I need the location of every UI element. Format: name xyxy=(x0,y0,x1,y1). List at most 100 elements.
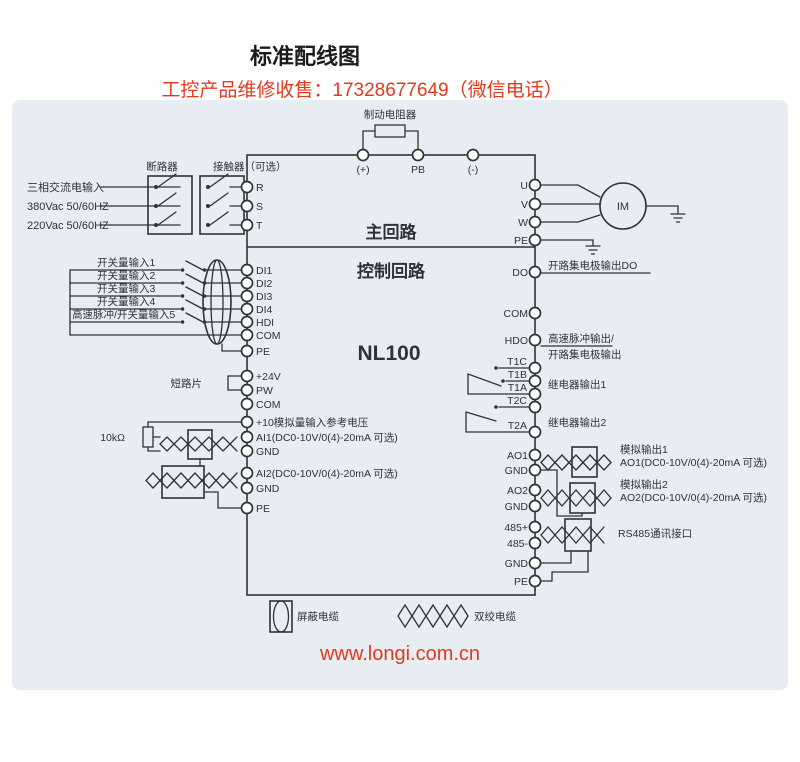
ref-label: +10模拟量输入参考电压 xyxy=(256,416,369,429)
terminal-GND4 xyxy=(528,499,542,513)
braking-resistor-label: 制动电阻器 xyxy=(364,108,417,121)
plus-label: (+) xyxy=(356,164,369,176)
pe-shield-wire xyxy=(221,343,242,352)
contactor-switch-t xyxy=(209,211,229,226)
jumper-bracket xyxy=(227,375,242,391)
di4-label: 开关量输入4 xyxy=(97,295,155,308)
terminal-PW-label: PW xyxy=(256,385,273,397)
relay2-note: 继电器输出2 xyxy=(548,416,606,429)
main-circuit-label: 主回路 xyxy=(366,222,418,242)
rs485-pe-wire xyxy=(540,550,589,582)
terminal-10V xyxy=(240,415,254,429)
terminal-PE-ai-label: PE xyxy=(256,503,270,515)
terminal-GND3 xyxy=(528,463,542,477)
terminal-DO xyxy=(528,265,542,279)
terminal-GND5 xyxy=(528,556,542,570)
di5-label: 高速脉冲/开关量输入5 xyxy=(72,308,175,321)
terminal-DI4 xyxy=(240,302,254,316)
terminal-AO2-label: AO2 xyxy=(507,485,528,497)
power-input-line2: 380Vac 50/60HZ xyxy=(27,201,109,213)
terminal-T2C-label: T2C xyxy=(507,395,527,407)
twisted-pair-ai2 xyxy=(145,472,238,489)
terminal-HDI-label: HDI xyxy=(256,317,274,329)
di1-label: 开关量输入1 xyxy=(97,256,155,269)
terminal-PE-left-label: PE xyxy=(256,346,270,358)
terminal-T2C xyxy=(528,400,542,414)
terminal-W xyxy=(528,215,542,229)
terminal-T1A xyxy=(528,387,542,401)
twisted-pair-ai1 xyxy=(159,436,238,452)
terminal-GND2-label: GND xyxy=(256,483,280,495)
pot-wires xyxy=(147,436,161,452)
terminal-GND1-label: GND xyxy=(256,446,280,458)
contact-dot xyxy=(494,405,498,409)
terminal-COM2-label: COM xyxy=(256,399,281,411)
terminal-COM1 xyxy=(240,328,254,342)
relay-output-section: T1C T1B T1A T2C T2A 继电器输出1 继电器输出2 xyxy=(465,356,606,439)
terminal-T1C xyxy=(528,361,542,375)
braking-resistor-section: 制动电阻器 (+) PB (-) xyxy=(356,108,480,176)
di2-label: 开关量输入2 xyxy=(97,269,155,282)
terminal-24V-label: +24V xyxy=(256,371,281,383)
terminal-DI1-label: DI1 xyxy=(256,265,273,277)
wire-u-motor xyxy=(540,184,601,198)
terminal-GND4-label: GND xyxy=(505,501,529,513)
terminal-PW xyxy=(240,383,254,397)
relay2-arm xyxy=(465,411,497,422)
terminal-GND2 xyxy=(240,481,254,495)
pe-ground-wire xyxy=(540,239,594,247)
twisted-pair-ai1 xyxy=(159,436,238,452)
terminal-plus xyxy=(356,148,370,162)
terminal-AI1-label: AI1(DC0-10V/0(4)-20mA 可选) xyxy=(256,431,398,444)
terminal-HDO-label: HDO xyxy=(505,335,528,347)
shield-box-485 xyxy=(564,518,592,552)
shield-box-ao1 xyxy=(571,446,598,478)
contact-dot xyxy=(501,379,505,383)
twisted-pair-ao2 xyxy=(540,489,612,507)
terminal-COM3-label: COM xyxy=(504,308,529,320)
terminal-T1B-label: T1B xyxy=(508,369,527,381)
terminal-U-label: U xyxy=(520,180,528,192)
terminal-V xyxy=(528,197,542,211)
page-title: 标准配线图 xyxy=(250,44,360,69)
hdo-note-1: 高速脉冲输出/ xyxy=(548,332,614,345)
terminal-T1C-label: T1C xyxy=(507,356,527,368)
shield-pe-wire xyxy=(203,491,242,509)
breaker-switch-r xyxy=(157,173,177,188)
rs485-note: RS485通讯接口 xyxy=(618,527,692,540)
terminal-485p xyxy=(528,520,542,534)
twisted-pair-ao1 xyxy=(540,454,612,471)
motor-ground-wire xyxy=(645,205,679,215)
pb-label: PB xyxy=(411,164,425,176)
terminal-S-label: S xyxy=(256,201,263,213)
contact-dot xyxy=(154,185,158,189)
breaker-label: 断路器 xyxy=(146,160,178,173)
power-input-line1: 三相交流电输入 xyxy=(27,180,104,194)
brake-leg-right xyxy=(404,130,419,151)
ground-icon xyxy=(670,213,686,223)
contactor-switch-s xyxy=(209,192,229,207)
terminal-24V xyxy=(240,369,254,383)
twisted-pair-ao1 xyxy=(540,454,612,471)
terminal-HDI xyxy=(240,315,254,329)
di-wires-left xyxy=(69,269,181,323)
terminal-HDO xyxy=(528,333,542,347)
digital-output-section: DO COM HDO 开路集电极输出DO 高速脉冲输出/ 开路集电极输出 xyxy=(504,259,651,361)
analog-input-section: 10kΩ +10模拟量输入参考电压 AI1(DC0-10V/0(4)-20mA … xyxy=(100,415,398,515)
digital-input-section: 开关量输入1 开关量输入2 开关量输入3 开关量输入4 高速脉冲/开关量输入5 … xyxy=(69,256,281,358)
terminal-AI2 xyxy=(240,466,254,480)
contact-dot xyxy=(206,185,210,189)
terminal-T xyxy=(240,218,254,232)
terminal-W-label: W xyxy=(518,217,528,229)
terminal-COM2 xyxy=(240,397,254,411)
terminal-PE-ai xyxy=(240,501,254,515)
terminal-COM1-label: COM xyxy=(256,330,281,342)
control-circuit-label: 控制回路 xyxy=(357,261,426,281)
twisted-cable-label: 双绞电缆 xyxy=(474,610,516,623)
ao-shield-wire xyxy=(540,469,583,517)
model-label: NL100 xyxy=(357,342,420,365)
relay1-arm xyxy=(467,373,502,387)
terminal-PE-top xyxy=(528,233,542,247)
terminal-T1A-label: T1A xyxy=(508,382,527,394)
